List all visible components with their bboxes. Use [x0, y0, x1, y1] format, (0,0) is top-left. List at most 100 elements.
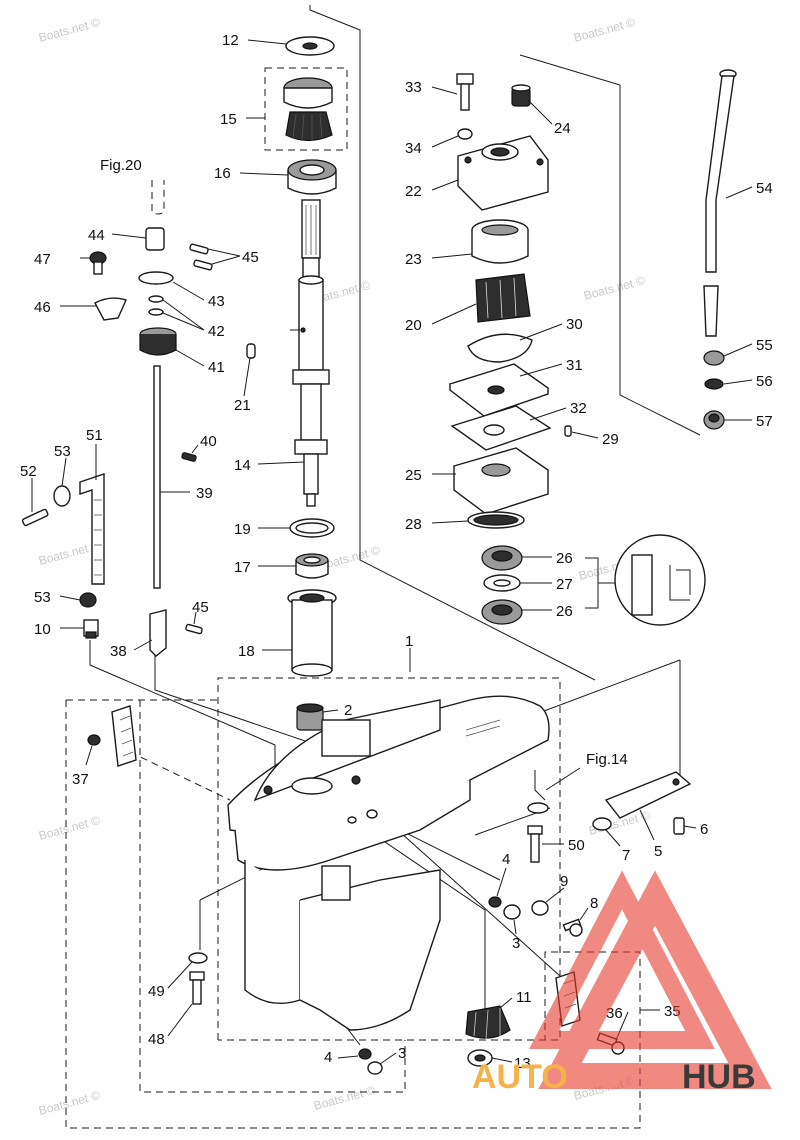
callout-40[interactable]: 40 [200, 433, 217, 450]
callout-3b[interactable]: 3 [398, 1045, 406, 1062]
washer-34 [457, 128, 473, 140]
callout-8[interactable]: 8 [590, 895, 598, 912]
oring-43 [138, 271, 174, 285]
callout-5[interactable]: 5 [654, 843, 662, 860]
callout-13[interactable]: 13 [514, 1055, 531, 1072]
callout-leaders [31, 39, 753, 1065]
callout-55[interactable]: 55 [756, 337, 773, 354]
watermark-8: Boats.net © [37, 813, 102, 843]
callout-49[interactable]: 49 [148, 983, 165, 1000]
gasket-32 [450, 405, 552, 451]
oil-seal-26b [481, 599, 523, 625]
callout-24[interactable]: 24 [554, 120, 571, 137]
callout-57[interactable]: 57 [756, 413, 773, 430]
callout-54[interactable]: 54 [756, 180, 773, 197]
pin-40 [181, 452, 197, 462]
callout-2[interactable]: 2 [344, 702, 352, 719]
callout-30[interactable]: 30 [566, 316, 583, 333]
callout-43[interactable]: 43 [208, 293, 225, 310]
oring-42a [148, 295, 164, 303]
callout-42[interactable]: 42 [208, 323, 225, 340]
callout-28[interactable]: 28 [405, 516, 422, 533]
callout-45a[interactable]: 45 [242, 249, 259, 266]
watermark-2: Boats.net © [572, 15, 637, 45]
callout-53b[interactable]: 53 [34, 589, 51, 606]
coupler-44 [145, 227, 165, 251]
callout-25[interactable]: 25 [405, 467, 422, 484]
callout-20[interactable]: 20 [405, 317, 422, 334]
callout-21[interactable]: 21 [234, 397, 251, 414]
callout-33[interactable]: 33 [405, 79, 422, 96]
callout-32[interactable]: 32 [570, 400, 587, 417]
callout-39[interactable]: 39 [196, 485, 213, 502]
callout-31[interactable]: 31 [566, 357, 583, 374]
callout-26a[interactable]: 26 [556, 550, 573, 567]
fitting-10 [83, 619, 99, 639]
bolt-48 [189, 971, 205, 1005]
washer-4a [488, 896, 502, 908]
callout-51[interactable]: 51 [86, 427, 103, 444]
watermark-1: Boats.net © [37, 15, 102, 45]
nut-13 [467, 1049, 493, 1067]
callout-7[interactable]: 7 [622, 847, 630, 864]
callout-27[interactable]: 27 [556, 576, 573, 593]
callout-37[interactable]: 37 [72, 771, 89, 788]
callout-15[interactable]: 15 [220, 111, 237, 128]
callout-44[interactable]: 44 [88, 227, 105, 244]
callout-12[interactable]: 12 [222, 32, 239, 49]
callout-19[interactable]: 19 [234, 521, 251, 538]
callout-29[interactable]: 29 [602, 431, 619, 448]
fig20-reference[interactable]: Fig.20 [100, 157, 142, 174]
plate-5 [604, 771, 692, 819]
screw-3a [503, 904, 521, 920]
oil-seal-26a [481, 545, 523, 571]
oring-42b [148, 308, 164, 316]
pin-45b [193, 259, 213, 271]
callout-50[interactable]: 50 [568, 837, 585, 854]
screw-6 [673, 817, 685, 835]
triangle-logo-icon [529, 870, 772, 1089]
callout-14[interactable]: 14 [234, 457, 251, 474]
callout-4b[interactable]: 4 [324, 1049, 332, 1066]
clip-53b [79, 592, 97, 608]
clip-53a [53, 485, 71, 507]
callout-1[interactable]: 1 [405, 633, 413, 650]
callout-22[interactable]: 22 [405, 183, 422, 200]
callout-10[interactable]: 10 [34, 621, 51, 638]
shift-rod-39 [153, 365, 161, 589]
pin-45a [189, 243, 209, 255]
callout-34[interactable]: 34 [405, 140, 422, 157]
seal-17 [295, 553, 329, 579]
callout-41[interactable]: 41 [208, 359, 225, 376]
watermark-11: Boats.net © [37, 1088, 102, 1118]
callout-9[interactable]: 9 [560, 873, 568, 890]
callout-52[interactable]: 52 [20, 463, 37, 480]
callout-45b[interactable]: 45 [192, 599, 209, 616]
callout-18[interactable]: 18 [238, 643, 255, 660]
pin-29 [564, 425, 572, 437]
callout-11[interactable]: 11 [516, 989, 532, 1006]
callout-47[interactable]: 47 [34, 251, 51, 268]
callout-38[interactable]: 38 [110, 643, 127, 660]
fig14-reference[interactable]: Fig.14 [586, 751, 628, 768]
callout-labels: 12 15 16 44 45 47 43 46 42 41 21 51 40 5… [20, 32, 773, 1072]
callout-23[interactable]: 23 [405, 251, 422, 268]
watermark-4: Boats.net © [582, 273, 647, 303]
callout-6[interactable]: 6 [700, 821, 708, 838]
bevel-gear-15 [283, 77, 333, 142]
callout-16[interactable]: 16 [214, 165, 231, 182]
callout-48[interactable]: 48 [148, 1031, 165, 1048]
bolt-47 [89, 251, 107, 275]
callout-26b[interactable]: 26 [556, 603, 573, 620]
callout-3a[interactable]: 3 [512, 935, 520, 952]
callout-56[interactable]: 56 [756, 373, 773, 390]
sleeve-18 [287, 589, 337, 677]
callout-17[interactable]: 17 [234, 559, 251, 576]
pinion-11 [465, 1005, 511, 1041]
pin-45c [185, 623, 203, 635]
callout-53a[interactable]: 53 [54, 443, 71, 460]
bearing-16 [287, 159, 337, 195]
callout-46[interactable]: 46 [34, 299, 51, 316]
callout-4a[interactable]: 4 [502, 851, 510, 868]
